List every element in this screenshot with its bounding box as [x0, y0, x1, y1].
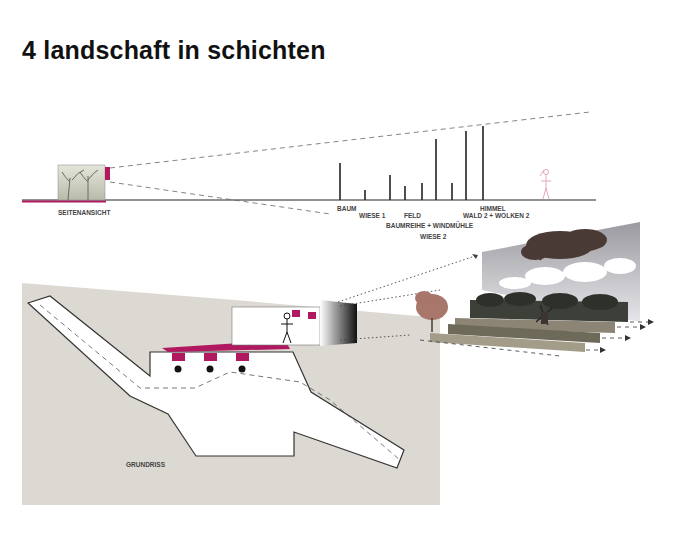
label: FELD	[404, 213, 421, 220]
label: HIMMEL	[480, 206, 506, 213]
label: WALD 2 + WOLKEN 2	[463, 213, 529, 220]
title: 4 landschaft in schichten	[22, 36, 326, 65]
label: GRUNDRISS	[126, 462, 165, 469]
label: BAUMREIHE + WINDMÜHLE	[386, 223, 473, 230]
label: BAUM	[337, 206, 357, 213]
label: SEITENANSICHT	[58, 210, 110, 217]
label: WIESE 2	[420, 234, 446, 241]
label: WIESE 1	[359, 213, 385, 220]
